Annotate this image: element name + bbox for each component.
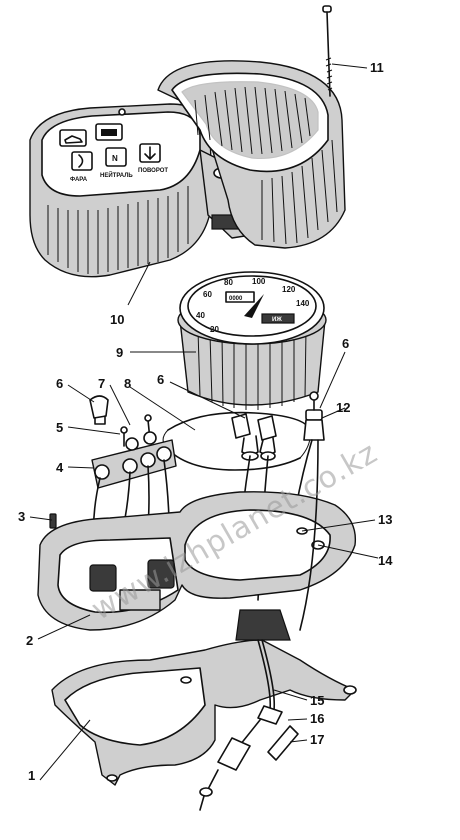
indicator-lamp-windows: N ФАРА НЕЙТРАЛЬ ПОВОРОТ: [59, 123, 168, 183]
svg-text:ФАРА: ФАРА: [70, 177, 88, 183]
callout-14: 14: [378, 553, 393, 568]
svg-text:80: 80: [224, 278, 233, 287]
svg-text:20: 20: [210, 325, 219, 334]
bulb-left: [89, 395, 109, 425]
svg-text:40: 40: [196, 311, 205, 320]
svg-text:100: 100: [252, 277, 266, 286]
callout-6-left: 6: [56, 376, 63, 391]
svg-text:НЕЙТРАЛЬ: НЕЙТРАЛЬ: [100, 171, 133, 179]
brand-plate: ИЖ: [272, 317, 282, 323]
callout-6-right: 6: [342, 336, 349, 351]
gasket: [167, 411, 311, 431]
socket-12: [291, 391, 325, 531]
callout-16: 16: [310, 711, 324, 726]
odometer-readout: 0000: [229, 296, 243, 302]
mounting-bracket: [51, 609, 357, 786]
callout-6-center: 6: [157, 372, 164, 387]
callout-1: 1: [28, 768, 35, 783]
terminal-block: [91, 414, 177, 489]
callout-17: 17: [310, 732, 324, 747]
oil-lamp-icon: [59, 129, 87, 147]
base-plate: [37, 491, 357, 631]
leader-lines: [29, 63, 379, 781]
svg-text:140: 140: [296, 299, 310, 308]
svg-text:N: N: [112, 154, 118, 163]
cable-sleeve-17: [267, 725, 299, 761]
callout-2: 2: [26, 633, 33, 648]
long-screw: [322, 5, 333, 97]
callout-8: 8: [124, 376, 131, 391]
callout-11: 11: [370, 60, 384, 75]
svg-text:60: 60: [203, 290, 212, 299]
callout-9: 9: [116, 345, 123, 360]
callout-10: 10: [110, 312, 124, 327]
callout-3: 3: [18, 509, 25, 524]
svg-text:ПОВОРОТ: ПОВОРОТ: [138, 168, 168, 174]
callout-labels: 1 2 3 4 5 6 6 6 7 8 9 10 11 12 13 14 15 …: [18, 60, 393, 783]
svg-text:120: 120: [282, 285, 296, 294]
callout-5: 5: [56, 420, 63, 435]
indicator-housing: N ФАРА НЕЙТРАЛЬ ПОВОРОТ: [29, 103, 213, 278]
callout-4: 4: [56, 460, 64, 475]
screw-3: [49, 513, 57, 529]
speedometer-body: 40 60 80 100 120 140 20 0000 ИЖ: [177, 271, 327, 410]
callout-15: 15: [310, 693, 324, 708]
callout-7: 7: [98, 376, 105, 391]
speedometer-cable: [199, 439, 319, 811]
speedometer-needle: [244, 294, 264, 318]
speedometer-housing: [157, 60, 346, 249]
neutral-lamp-icon: [105, 147, 127, 167]
callout-13: 13: [378, 512, 392, 527]
callout-12: 12: [336, 400, 350, 415]
bulb-socket-assembly: [231, 413, 277, 461]
